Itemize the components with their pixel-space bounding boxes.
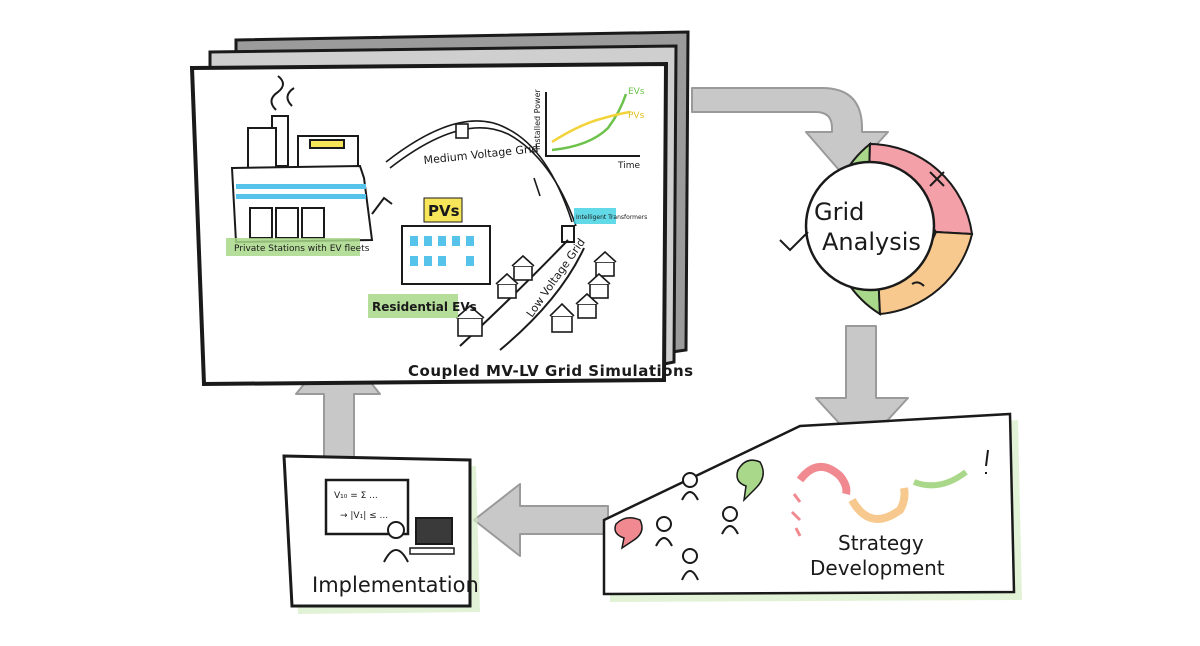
implementation-panel: V₁₀ = Σ ... → |V₁| ≤ ... Implementation bbox=[282, 454, 480, 614]
factory bbox=[230, 75, 393, 244]
person-head bbox=[387, 521, 405, 539]
people-icons bbox=[655, 472, 739, 581]
simulation-caption: Coupled MV-LV Grid Simulations bbox=[408, 362, 694, 380]
strategy-title-line2: Development bbox=[810, 556, 945, 580]
check-icon bbox=[779, 231, 809, 252]
chart-line-pvs bbox=[551, 110, 631, 144]
private-stations-highlight bbox=[226, 238, 360, 256]
implementation-title: Implementation bbox=[312, 573, 479, 597]
computer-screen bbox=[415, 517, 453, 545]
intelligent-transformers-label: Intelligent Transformers bbox=[576, 214, 647, 221]
question-marks-icon bbox=[790, 493, 802, 537]
transformer-icon bbox=[561, 225, 575, 243]
analysis-title-line1: Grid bbox=[814, 198, 864, 226]
chart-pvs-label: PVs bbox=[628, 111, 645, 121]
question-bubble-icon bbox=[614, 517, 643, 550]
residential-building bbox=[401, 225, 491, 285]
orange-curve-arrow bbox=[848, 487, 909, 523]
cross-icon bbox=[929, 171, 945, 187]
mv-grid-lines bbox=[385, 120, 577, 227]
grid-analysis: Grid Analysis bbox=[779, 141, 974, 316]
strategy-title-line1: Strategy bbox=[838, 531, 924, 555]
board-line2: → |V₁| ≤ ... bbox=[340, 511, 388, 521]
pvs-label: PVs bbox=[428, 202, 460, 220]
green-curve-arrow bbox=[912, 469, 968, 489]
chart-y-label: Installed Power bbox=[533, 88, 542, 150]
houses bbox=[455, 250, 617, 337]
chart-evs-label: EVs bbox=[628, 87, 645, 97]
chart-x-label: Time bbox=[617, 161, 640, 171]
installed-power-chart: EVs PVs Installed Power Time bbox=[533, 87, 645, 171]
chart-axes bbox=[545, 92, 640, 157]
arrow-strategy-to-implementation bbox=[473, 483, 609, 557]
person-body bbox=[383, 549, 409, 563]
pvs-sticky bbox=[423, 197, 463, 223]
exclamation-icon bbox=[985, 449, 989, 474]
strategy-panel: Strategy Development bbox=[602, 412, 1022, 602]
analysis-inner-circle bbox=[804, 160, 936, 292]
residential-evs-label: Residential EVs bbox=[372, 300, 477, 314]
computer-keyboard bbox=[409, 547, 455, 555]
chart-line-evs bbox=[551, 93, 628, 152]
analysis-title-line2: Analysis bbox=[822, 228, 921, 256]
tilde-icon bbox=[911, 281, 925, 287]
exclamation-bubble-icon bbox=[736, 459, 764, 503]
simulation-panel: Private Stations with EV fleets Medium V… bbox=[189, 30, 694, 387]
strategy-sheet bbox=[602, 412, 1016, 596]
private-stations-label: Private Stations with EV fleets bbox=[234, 244, 370, 254]
pink-curve-arrow bbox=[796, 463, 851, 495]
board-line1: V₁₀ = Σ ... bbox=[334, 491, 378, 501]
intelligent-transformer-highlight bbox=[574, 208, 616, 224]
residential-evs-highlight bbox=[368, 294, 458, 318]
